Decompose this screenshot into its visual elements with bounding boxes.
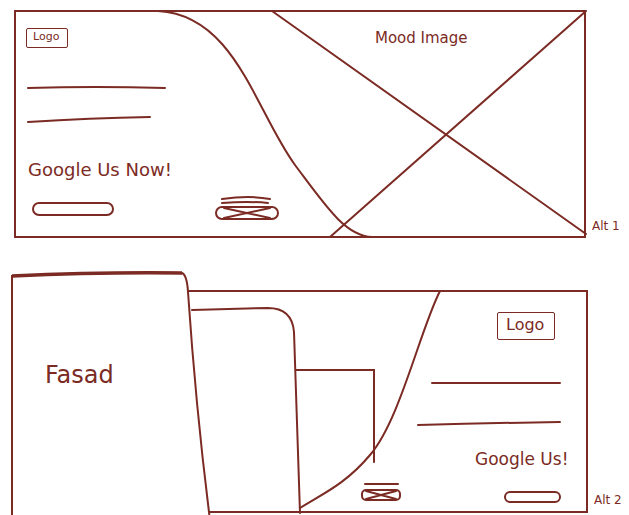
image-label: Mood Image <box>375 30 468 47</box>
box-building <box>296 370 374 462</box>
s-curve <box>300 291 440 508</box>
wireframe-panel: Google Us!Alt 2Logo <box>185 290 588 513</box>
crossed-element <box>362 490 400 500</box>
wireframe-panel: Google Us Now!Alt 1Logo <box>14 10 586 238</box>
crossed-element <box>365 483 398 485</box>
crossed-element <box>222 197 270 203</box>
s-curve <box>158 11 372 237</box>
crossed-element <box>216 207 278 219</box>
facade-label: Fasad <box>45 362 114 390</box>
text-placeholder <box>418 383 560 425</box>
facade-outline <box>10 270 215 515</box>
crossed-element <box>366 491 396 499</box>
text-placeholder <box>28 87 165 122</box>
facade-building: Fasad <box>10 270 215 515</box>
rounded-building <box>192 308 300 513</box>
logo-box: Logo <box>26 28 68 48</box>
button-pill <box>33 203 113 215</box>
call-to-action: Google Us! <box>475 450 568 470</box>
alt-label: Alt 1 <box>592 220 620 234</box>
alt-label: Alt 2 <box>594 494 622 508</box>
logo-text: Logo <box>33 31 61 44</box>
facade-roof <box>12 273 182 276</box>
image-cross <box>272 11 586 237</box>
call-to-action: Google Us Now! <box>28 160 172 181</box>
logo-text: Logo <box>506 316 546 334</box>
logo-box: Logo <box>497 312 555 340</box>
facade-shape <box>12 273 210 515</box>
crossed-element <box>224 208 270 218</box>
button-pill <box>505 492 560 502</box>
